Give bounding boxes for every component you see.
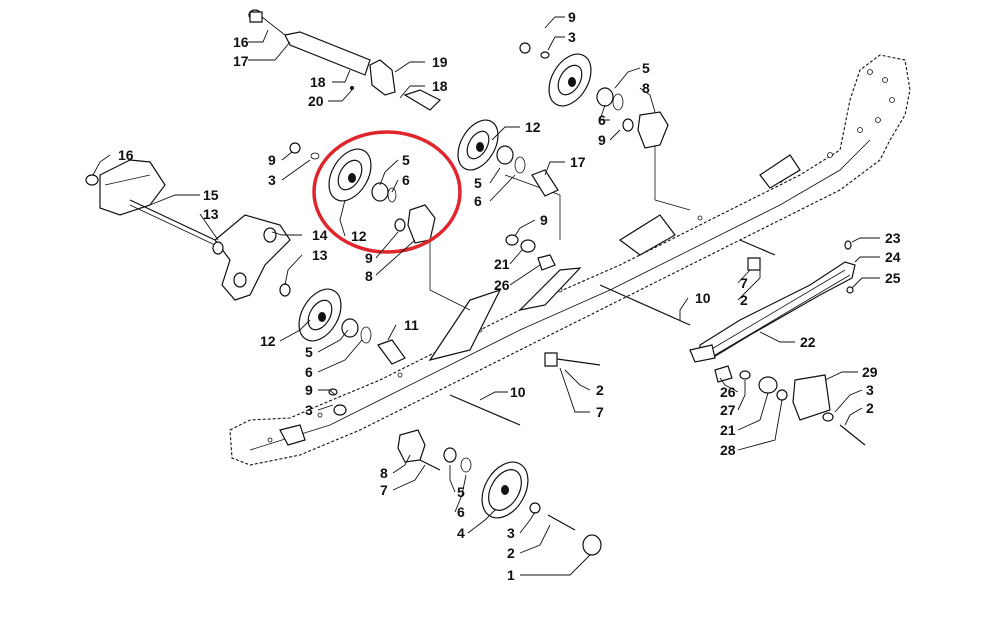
callout-12-middle: 12 [525,119,541,135]
callout-22: 22 [800,334,816,350]
callout-leaders [92,16,880,576]
lower-right-bumper-group [714,365,866,446]
callout-13-lower: 13 [312,247,328,263]
callout-6-lower: 6 [305,364,313,380]
callout-4: 4 [457,525,465,541]
callout-7-lower-middle: 7 [596,404,604,420]
callout-13-upper: 13 [203,206,219,222]
callout-3-highlight: 3 [268,172,276,188]
callout-21-lower: 21 [720,422,736,438]
callout-3-right: 3 [866,382,874,398]
callout-17-middle: 17 [570,154,586,170]
callout-5-lower: 5 [305,344,313,360]
callout-10-middle: 10 [695,290,711,306]
top-axle-shaft [248,9,442,111]
lower-left-idler-wheel [298,288,406,365]
callout-15: 15 [203,187,219,203]
callout-18-left: 18 [310,74,326,90]
callout-5-highlight: 5 [402,152,410,168]
callout-20: 20 [308,93,324,109]
callout-1: 1 [507,567,515,583]
callout-12-highlight: 12 [351,228,367,244]
callout-11: 11 [404,317,419,333]
callout-16-left: 16 [118,147,134,163]
callout-14: 14 [312,227,328,243]
callout-9-highlight: 9 [268,152,276,168]
callout-5-middle: 5 [474,175,482,191]
hifax-strap [689,240,856,363]
callout-17-top: 17 [233,53,249,69]
callout-29: 29 [862,364,878,380]
callout-6-highlight: 6 [402,172,410,188]
lower-bolts [328,239,776,426]
callout-24: 24 [885,249,901,265]
callout-6-upper-right: 6 [598,112,606,128]
front-wheel [397,429,602,556]
callout-3-top-right: 3 [568,29,576,45]
rear-bumper-end [99,159,166,216]
middle-idler-wheel [457,119,559,197]
callout-labels: 16 17 18 20 19 18 9 3 5 8 6 9 12 5 6 17 … [118,9,901,583]
callout-2-front: 2 [507,545,515,561]
callout-16-top: 16 [233,34,249,50]
rail-holes [267,69,895,443]
callout-3-lower-left: 3 [305,402,313,418]
callout-10-lower: 10 [510,384,526,400]
callout-7-right: 7 [740,275,748,291]
slide-rail-frame [99,54,911,466]
callout-6-front: 6 [457,504,465,520]
callout-21-middle: 21 [494,256,510,272]
callout-3-front: 3 [507,525,515,541]
callout-2-far-right: 2 [866,400,874,416]
callout-9-middle: 9 [540,212,548,228]
callout-8-highlight-bracket: 8 [365,268,373,284]
callout-8-lower: 8 [380,465,388,481]
callout-9-upper-right: 9 [598,132,606,148]
callout-27: 27 [720,402,736,418]
callout-7-lower: 7 [380,482,388,498]
rear-shaft-and-arm [85,174,291,301]
callout-2-lower-middle: 2 [596,382,604,398]
callout-9-top-right: 9 [568,9,576,25]
callout-23: 23 [885,230,901,246]
callout-28: 28 [720,442,736,458]
callout-8-upper-right: 8 [642,80,650,96]
upper-right-idler-wheel [519,42,669,149]
callout-5-front: 5 [457,484,465,500]
callout-9-highlight-bracket: 9 [365,250,373,266]
callout-26-lower: 26 [720,384,736,400]
callout-6-middle: 6 [474,193,482,209]
upper-left-idler-wheel [289,142,436,244]
callout-2-right: 2 [740,292,748,308]
callout-9-lower-left: 9 [305,382,313,398]
callout-25: 25 [885,270,901,286]
callout-12-lower: 12 [260,333,276,349]
callout-5-upper-right: 5 [642,60,650,76]
highlight-circle [312,130,462,254]
callout-18-right: 18 [432,78,448,94]
callout-19: 19 [432,54,448,70]
middle-bumper [505,234,556,271]
callout-26-middle: 26 [494,277,510,293]
